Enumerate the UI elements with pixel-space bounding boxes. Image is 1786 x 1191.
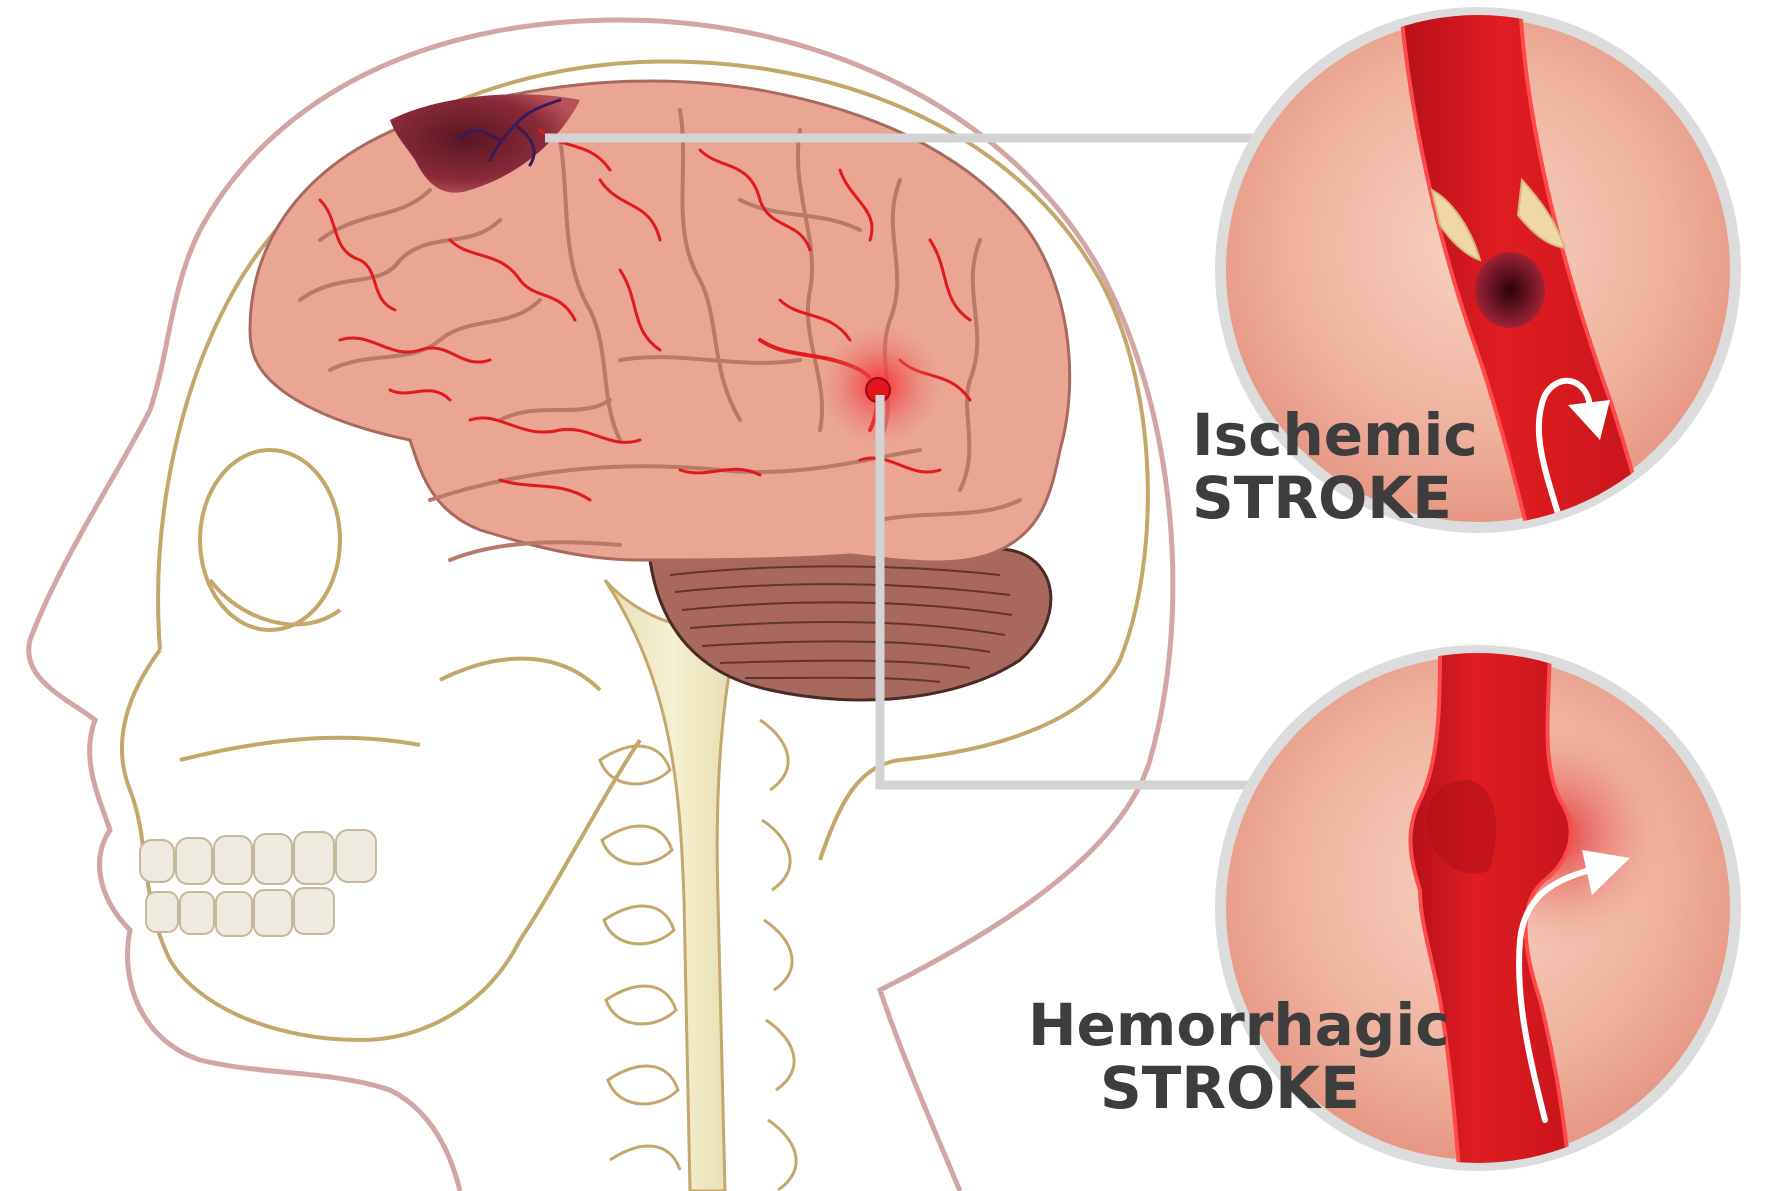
ischemic-label-line2: STROKE <box>1192 464 1452 532</box>
ischemic-label: Ischemic STROKE <box>1192 401 1478 532</box>
hemorrhagic-label-line1: Hemorrhagic <box>1028 991 1450 1059</box>
teeth <box>140 830 376 936</box>
ischemic-label-line1: Ischemic <box>1192 401 1478 469</box>
hemorrhagic-label-line2: STROKE <box>1100 1054 1360 1122</box>
brain <box>250 81 1070 562</box>
clot-icon <box>1475 252 1545 328</box>
